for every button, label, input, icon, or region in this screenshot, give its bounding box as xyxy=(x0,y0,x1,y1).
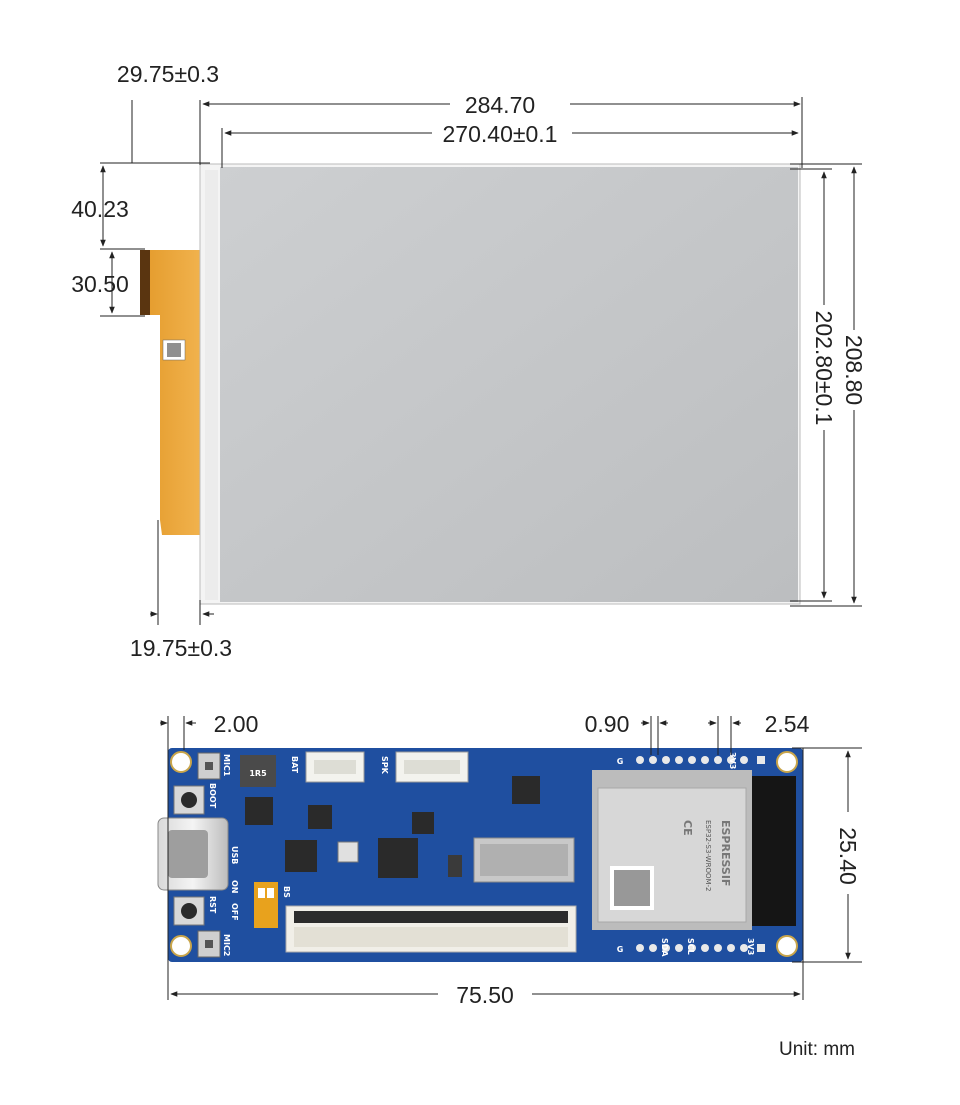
ic xyxy=(412,812,434,834)
dim-board-height: 25.40 xyxy=(835,827,861,885)
ic xyxy=(245,797,273,825)
dim-board-width: 75.50 xyxy=(456,982,514,1008)
silk-3v3-top: 3V3 xyxy=(728,752,737,769)
silk-3v3-bottom: 3V3 xyxy=(746,938,755,955)
silk-sda: SDA xyxy=(660,938,669,957)
header-pads-bottom xyxy=(636,944,765,952)
module-ce-mark: CE xyxy=(681,820,694,836)
ic xyxy=(512,776,540,804)
dim-fpc-offset-top: 40.23 xyxy=(71,196,129,222)
silk-bat: BAT xyxy=(290,756,299,774)
epaper-panel xyxy=(140,163,801,605)
active-area xyxy=(220,167,798,602)
module-brand: ESPRESSIF xyxy=(719,820,732,886)
silk-on: ON xyxy=(230,880,239,894)
silk-off: OFF xyxy=(230,903,239,921)
mounting-hole xyxy=(776,935,798,957)
dim-pin-pitch: 2.54 xyxy=(765,711,810,737)
silk-usb: USB xyxy=(230,846,239,864)
dim-height-active: 202.80±0.1 xyxy=(811,311,837,426)
fpc-contacts xyxy=(140,250,150,315)
silk-scl: SCL xyxy=(686,938,695,955)
silk-g-top: G xyxy=(617,757,624,766)
pin-header xyxy=(752,776,796,926)
ic xyxy=(285,840,317,872)
dim-left-offset-top: 29.75±0.3 xyxy=(117,61,219,87)
board-extension-lines xyxy=(167,716,862,1000)
inductor-label: 1R5 xyxy=(249,769,267,778)
module-model: ESP32-S3-WROOM-2 xyxy=(704,820,712,891)
dim-width-active: 270.40±0.1 xyxy=(443,121,558,147)
silk-mic1: MIC1 xyxy=(222,754,231,777)
dim-hole-offset: 2.00 xyxy=(214,711,259,737)
header-pads-top xyxy=(636,756,765,764)
fpc-cable xyxy=(140,250,205,535)
dim-pin-width: 0.90 xyxy=(585,711,630,737)
silk-spk: SPK xyxy=(380,756,389,775)
ic xyxy=(378,838,418,878)
silk-boot: BOOT xyxy=(208,783,217,809)
mounting-hole xyxy=(776,751,798,773)
mounting-hole xyxy=(170,935,192,957)
mounting-hole xyxy=(170,751,192,773)
ic xyxy=(308,805,332,829)
dim-height-overall: 208.80 xyxy=(841,335,867,405)
extension-lines xyxy=(100,97,862,625)
dip-switch xyxy=(254,882,278,928)
capacitor xyxy=(448,855,462,877)
silk-g-bottom: G xyxy=(617,945,624,954)
silk-rst: RST xyxy=(208,896,217,914)
dim-left-offset-bottom: 19.75±0.3 xyxy=(130,635,232,661)
inductor xyxy=(240,755,276,787)
dim-width-overall: 284.70 xyxy=(465,92,535,118)
silk-bs: BS xyxy=(282,886,291,898)
pcb-board: 1R5 ESPRESSIF ESP32-S3-WROOM-2 CE xyxy=(157,748,803,962)
silk-mic2: MIC2 xyxy=(222,934,231,956)
dim-fpc-width: 30.50 xyxy=(71,271,129,297)
crystal xyxy=(337,841,359,863)
unit-note: Unit: mm xyxy=(779,1039,855,1060)
